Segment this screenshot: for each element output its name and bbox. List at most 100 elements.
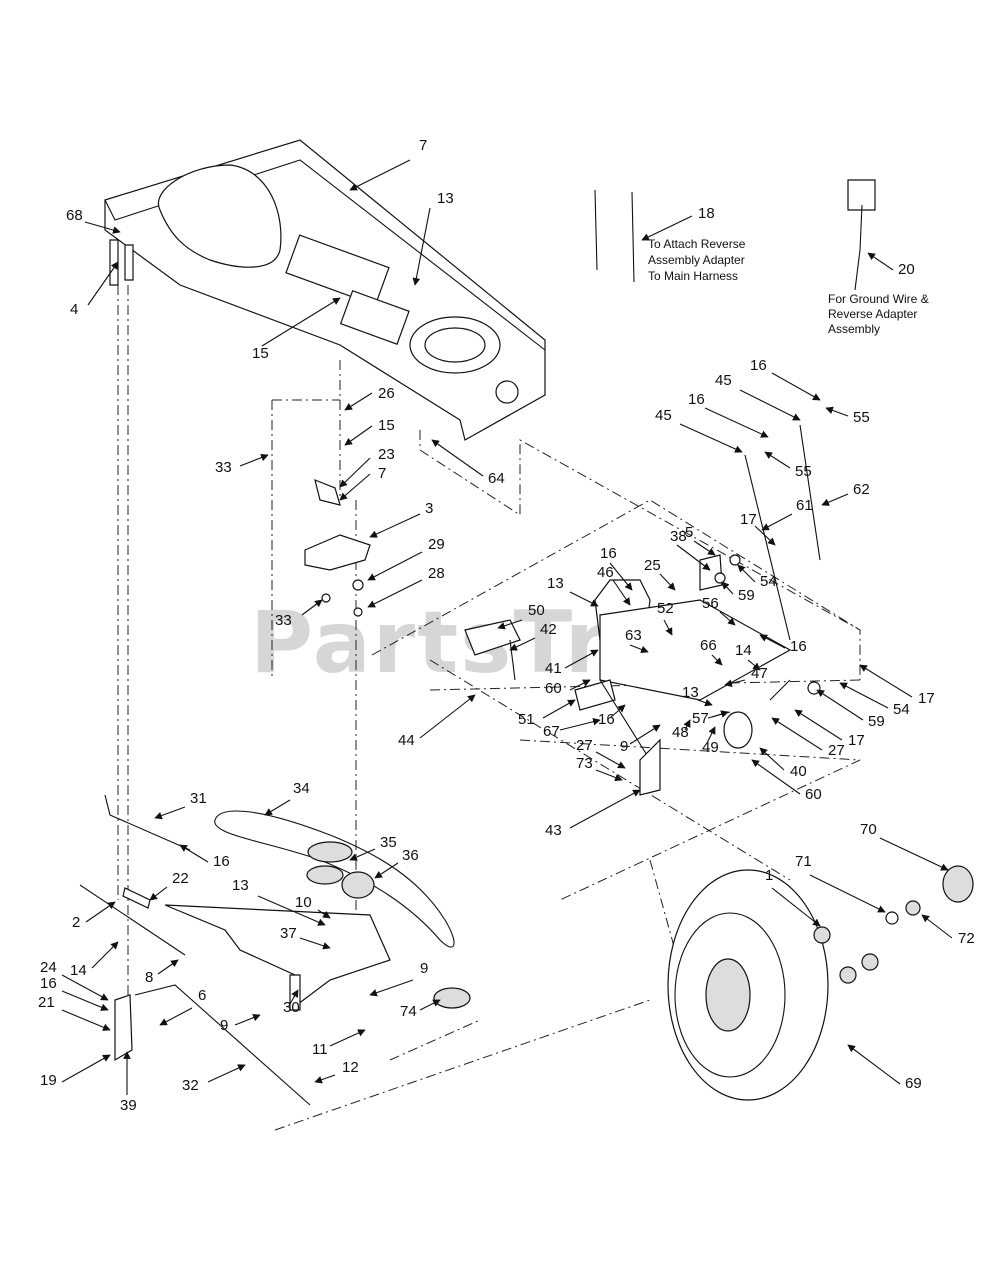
callout-number: 16 xyxy=(213,853,230,870)
leader-arrow xyxy=(61,1054,111,1083)
leader-arrow xyxy=(559,717,601,731)
callout-number: 17 xyxy=(740,511,757,528)
leader-arrow xyxy=(367,579,423,608)
leader-arrow xyxy=(683,719,691,731)
callout-number: 2 xyxy=(72,914,80,931)
leader-arrow xyxy=(595,769,623,782)
callout-number: 29 xyxy=(428,536,445,553)
callout-number: 52 xyxy=(657,600,674,617)
leader-arrow xyxy=(369,513,421,538)
callout-number: 38 xyxy=(670,528,687,545)
leader-arrow xyxy=(825,406,849,417)
leader-arrow xyxy=(697,699,713,707)
leader-arrow xyxy=(679,423,743,453)
callout-number: 40 xyxy=(790,763,807,780)
callout-number: 8 xyxy=(145,969,153,986)
leader-arrow xyxy=(847,1044,901,1085)
leader-arrow xyxy=(794,709,843,741)
leader-arrow xyxy=(821,493,849,506)
leader-arrow xyxy=(771,717,823,751)
callout-number: 74 xyxy=(400,1003,417,1020)
callout-number: 47 xyxy=(751,665,768,682)
callout-number: 34 xyxy=(293,780,310,797)
leader-arrow xyxy=(569,591,599,607)
callout-number: 43 xyxy=(545,822,562,839)
callout-number: 13 xyxy=(547,575,564,592)
callout-number: 27 xyxy=(828,742,845,759)
leader-arrow xyxy=(339,473,371,501)
callout-number: 41 xyxy=(545,660,562,677)
leader-arrow xyxy=(301,599,323,616)
leader-arrow xyxy=(569,679,591,691)
leader-arrow xyxy=(724,679,746,688)
callout-number: 62 xyxy=(853,481,870,498)
callout-number: 12 xyxy=(342,1059,359,1076)
leader-arrow xyxy=(609,562,633,591)
leader-arrow xyxy=(497,619,523,630)
callout-number: 10 xyxy=(295,894,312,911)
leader-arrow xyxy=(154,806,186,820)
leader-arrow xyxy=(659,573,676,591)
callout-number: 72 xyxy=(958,930,975,947)
leader-arrow xyxy=(431,439,484,477)
callout-number: 69 xyxy=(905,1075,922,1092)
belt-assembly xyxy=(214,810,471,1009)
leader-arrow xyxy=(629,724,661,745)
leader-arrow xyxy=(542,699,576,719)
control-assembly xyxy=(304,424,821,796)
leader-arrow xyxy=(264,799,291,816)
callout-number: 35 xyxy=(380,834,397,851)
callout-number: 11 xyxy=(312,1041,328,1058)
callout-number: 4 xyxy=(70,301,78,318)
leader-arrow xyxy=(367,551,423,581)
leader-arrow xyxy=(159,1007,193,1026)
callout-number: 60 xyxy=(545,680,562,697)
leader-arrow xyxy=(609,704,626,719)
callout-labels: 7136841526152373364329283318201645551645… xyxy=(38,137,975,1114)
leader-arrow xyxy=(867,252,894,271)
leader-arrow xyxy=(61,990,109,1011)
wire-items xyxy=(594,179,876,291)
callout-number: 44 xyxy=(398,732,415,749)
callout-number: 15 xyxy=(252,345,269,362)
note-line: Assembly Adapter xyxy=(648,253,745,267)
callout-number: 56 xyxy=(702,595,719,612)
leader-arrow xyxy=(509,637,536,651)
callout-number: 16 xyxy=(688,391,705,408)
leader-arrow xyxy=(344,425,373,446)
leader-arrow xyxy=(369,979,414,997)
leader-arrow xyxy=(419,694,476,739)
note-line: To Main Harness xyxy=(648,269,738,283)
callout-number: 9 xyxy=(220,1017,228,1034)
callout-number: 16 xyxy=(750,357,767,374)
leader-arrow xyxy=(764,451,791,469)
callout-number: 25 xyxy=(644,557,661,574)
leader-arrow xyxy=(257,895,326,926)
callout-number: 49 xyxy=(702,739,719,756)
callout-number: 37 xyxy=(280,925,297,942)
leader-arrow xyxy=(754,525,776,546)
leader-arrow xyxy=(85,901,116,923)
leader-arrow xyxy=(419,999,441,1011)
callout-number: 59 xyxy=(738,587,755,604)
callout-number: 16 xyxy=(790,638,807,655)
callout-number: 63 xyxy=(625,627,642,644)
callout-number: 16 xyxy=(598,711,615,728)
leader-arrow xyxy=(61,1009,111,1031)
leader-arrow xyxy=(816,689,864,721)
leader-arrow xyxy=(663,619,673,636)
leader-arrow xyxy=(349,159,411,191)
callout-number: 57 xyxy=(692,710,709,727)
note-line: Assembly xyxy=(828,322,880,336)
callout-number: 14 xyxy=(70,962,87,979)
callout-number: 30 xyxy=(283,999,300,1016)
callout-number: 9 xyxy=(420,960,428,977)
leader-arrow xyxy=(87,261,119,306)
leader-arrow xyxy=(859,664,913,698)
callout-number: 9 xyxy=(620,738,628,755)
leader-arrow xyxy=(921,914,953,939)
note-line: For Ground Wire & xyxy=(828,292,929,306)
leader-arrow xyxy=(641,215,693,241)
leader-arrow xyxy=(317,909,331,919)
callout-number: 6 xyxy=(198,987,206,1004)
